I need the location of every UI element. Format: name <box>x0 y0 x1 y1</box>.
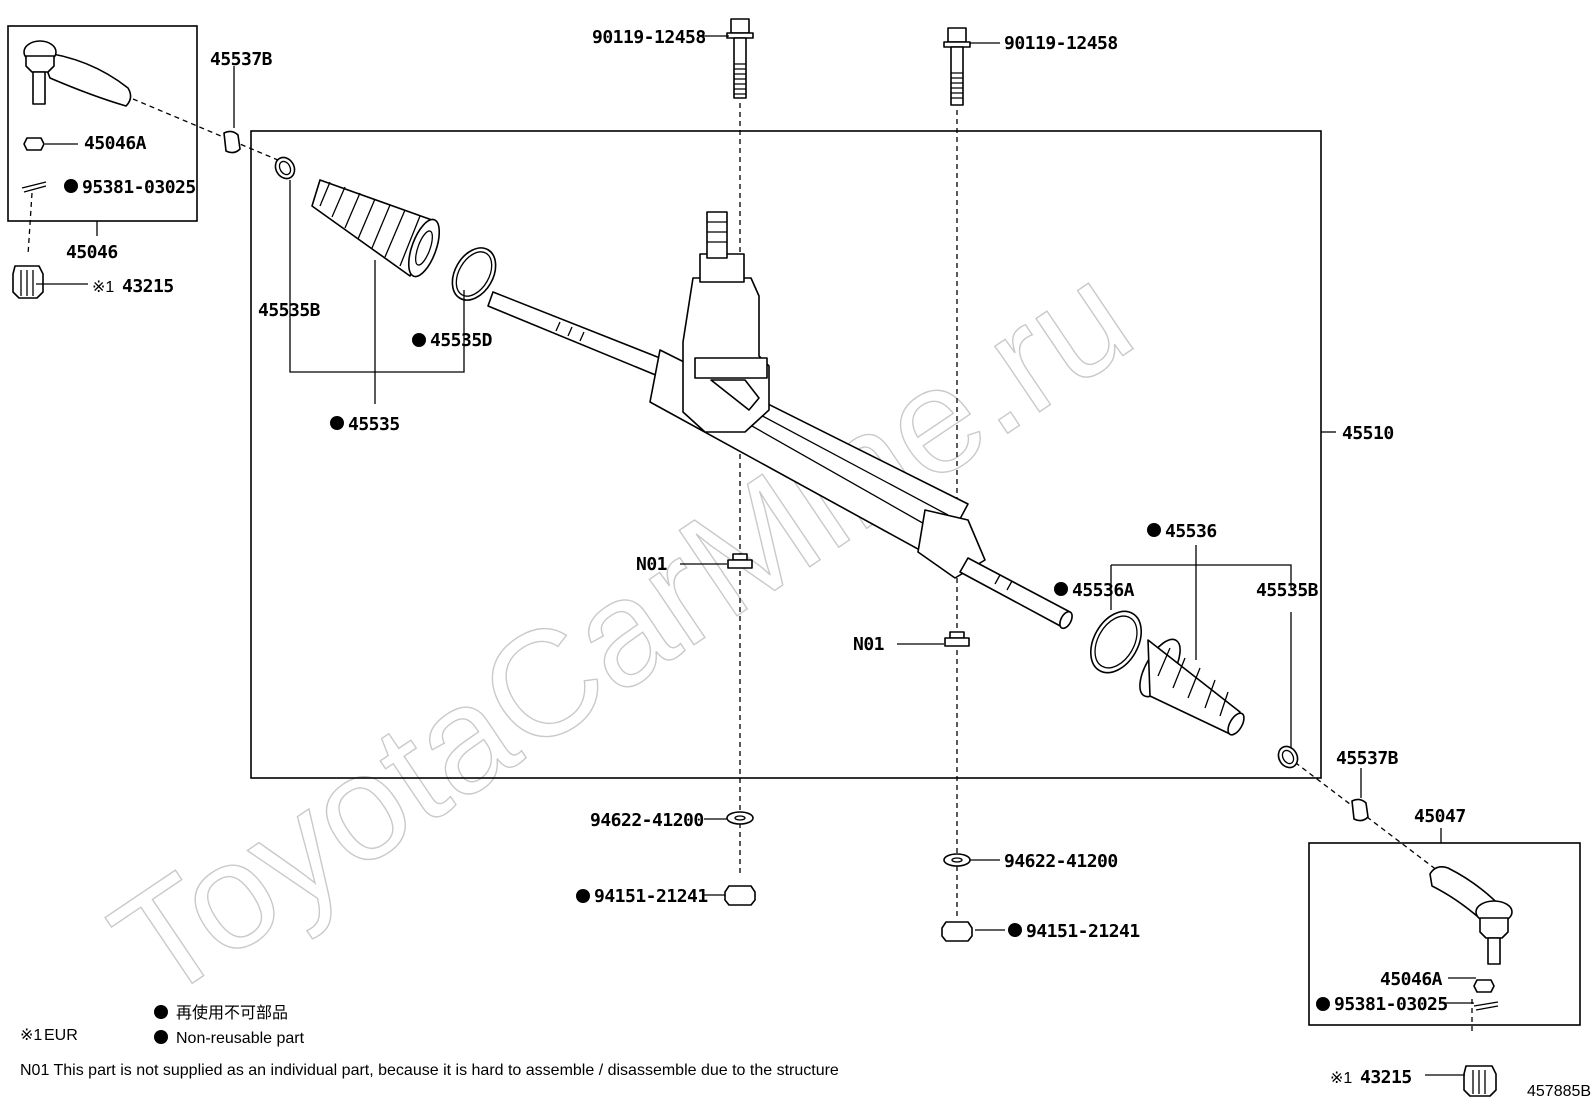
tie-rod-end-right-box <box>1308 842 1581 1026</box>
legend-n01-note: N01 This part is not supplied as an indi… <box>20 1062 839 1079</box>
nonreusable-dot <box>330 416 344 430</box>
legend-marker-ref: ※1 <box>20 1027 42 1044</box>
label-nut-right: 45046A <box>1380 969 1443 990</box>
steering-rack-icon <box>487 211 1073 630</box>
diagram-code: 457885B <box>1527 1083 1591 1099</box>
boot-cap-left-icon <box>12 265 44 299</box>
label-boot-cap-left-prefix: ※1 <box>92 279 114 296</box>
nut-left-icon <box>23 137 45 151</box>
cotter-pin-right-icon <box>1473 1001 1499 1011</box>
label-tie-rod-end-right-set: 45047 <box>1414 806 1466 827</box>
clip-right-icon <box>1351 798 1369 822</box>
label-washer-left: 94622-41200 <box>590 810 704 831</box>
label-boot-cap-left: 43215 <box>122 276 174 297</box>
bolt-right-icon <box>943 27 971 106</box>
label-boot-clamp-b-right: 45535B <box>1256 580 1319 601</box>
bolt-left-icon <box>726 18 754 99</box>
nut-left-bottom-icon <box>724 885 756 906</box>
label-tie-rod-end-left-set: 45046 <box>66 242 118 263</box>
nut-right-icon <box>1473 979 1495 993</box>
label-boot-clamp-d-left: 45535D <box>430 330 493 351</box>
label-boot-cap-right: 43215 <box>1360 1067 1412 1088</box>
label-gear-assembly: 45510 <box>1342 423 1394 444</box>
nonreusable-dot <box>1316 997 1330 1011</box>
label-clip-left: 45537B <box>210 49 273 70</box>
boot-clamp-left-icon <box>451 247 497 301</box>
tie-rod-end-left-box <box>7 25 198 222</box>
legend-dot-jp <box>154 1005 168 1019</box>
nonreusable-dot <box>1054 582 1068 596</box>
legend-nonreusable-jp: 再使用不可部品 <box>176 1004 288 1022</box>
boot-cap-right-icon <box>1463 1065 1497 1097</box>
nonreusable-dot <box>1008 923 1022 937</box>
label-cotter-pin-left: 95381-03025 <box>82 177 196 198</box>
boot-clip-right-icon <box>1277 745 1299 769</box>
tie-rod-end-right-icon <box>1429 866 1513 965</box>
legend-dot-en <box>154 1030 168 1044</box>
nut-insert-left-icon <box>727 553 753 569</box>
clip-left-icon <box>223 130 241 154</box>
washer-right-icon <box>943 853 971 867</box>
nonreusable-dot <box>576 889 590 903</box>
label-nut-left-bottom: 94151-21241 <box>594 886 708 907</box>
legend-nonreusable-en: Non-reusable part <box>176 1030 305 1047</box>
boot-clip-left-icon <box>274 156 296 180</box>
boot-right-icon <box>1139 638 1245 736</box>
legend-marker-meaning: EUR <box>44 1027 78 1044</box>
label-boot-left: 45535 <box>348 414 400 435</box>
boot-clamp-right-icon <box>1089 610 1143 674</box>
label-washer-right: 94622-41200 <box>1004 851 1118 872</box>
label-bolt-right: 90119-12458 <box>1004 33 1118 54</box>
label-nut-right-bottom: 94151-21241 <box>1026 921 1140 942</box>
label-boot-clamp-right: 45536A <box>1072 580 1135 601</box>
label-nut-insert-right: N01 <box>853 634 884 655</box>
boot-left-icon <box>311 179 441 278</box>
washer-left-icon <box>726 811 754 825</box>
nonreusable-dot <box>1147 523 1161 537</box>
nonreusable-dot <box>412 333 426 347</box>
label-nut-insert-left: N01 <box>636 554 667 575</box>
gear-assembly-frame <box>250 130 1322 779</box>
label-nut-left: 45046A <box>84 133 147 154</box>
label-boot-clamp-left: 45535B <box>258 300 321 321</box>
nonreusable-dot <box>64 179 78 193</box>
nut-right-bottom-icon <box>941 921 973 942</box>
nut-insert-right-icon <box>944 631 970 647</box>
label-bolt-left: 90119-12458 <box>592 27 706 48</box>
tie-rod-end-left-icon <box>23 40 132 107</box>
label-boot-cap-right-prefix: ※1 <box>1330 1070 1352 1087</box>
label-clip-right: 45537B <box>1336 748 1399 769</box>
cotter-pin-left-icon <box>21 181 47 193</box>
label-cotter-pin-right: 95381-03025 <box>1334 994 1448 1015</box>
label-boot-right: 45536 <box>1165 521 1217 542</box>
